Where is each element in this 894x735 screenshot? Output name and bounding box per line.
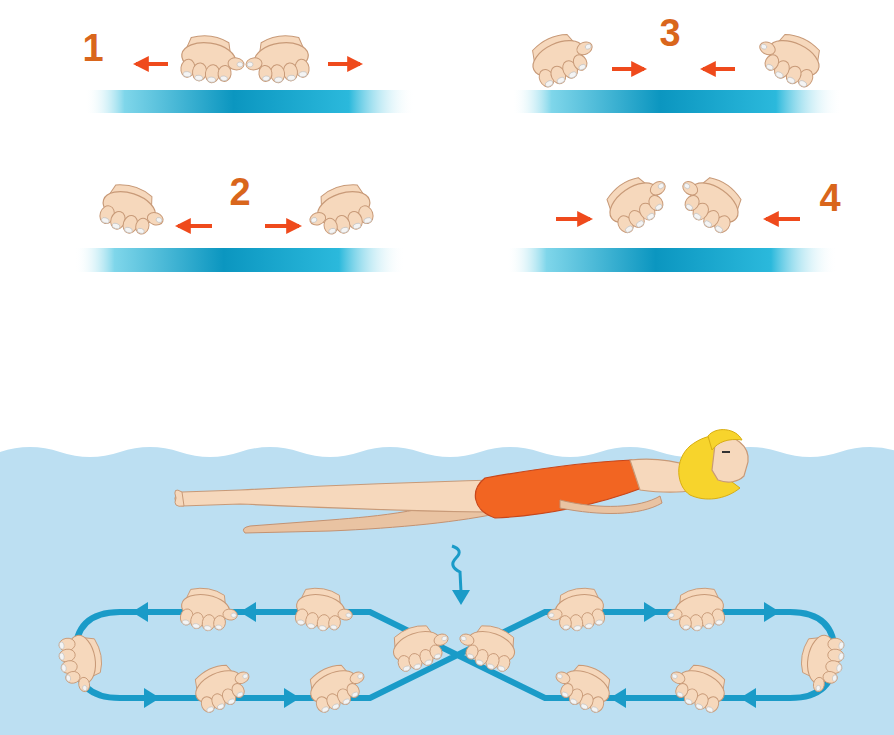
hand xyxy=(178,32,247,86)
callout-number: 4 xyxy=(819,179,840,217)
hand xyxy=(751,23,828,91)
motion-arrow xyxy=(766,217,800,221)
hand xyxy=(525,23,602,91)
hand xyxy=(671,164,749,238)
motion-arrow xyxy=(703,67,735,71)
callout-number: 3 xyxy=(659,14,680,52)
down-arrow xyxy=(452,590,470,605)
hand xyxy=(303,179,377,242)
water-bar xyxy=(75,248,405,272)
hand xyxy=(96,179,170,242)
path-hands xyxy=(56,585,847,717)
motion-arrow xyxy=(556,217,590,221)
motion-arrow xyxy=(178,224,212,228)
callout-number: 1 xyxy=(82,29,103,67)
callout-number: 2 xyxy=(229,173,250,211)
motion-arrow xyxy=(265,224,299,228)
hand xyxy=(243,32,312,86)
motion-arrow xyxy=(328,62,360,66)
water xyxy=(0,447,894,735)
water-bar xyxy=(512,90,842,113)
motion-arrow xyxy=(136,62,168,66)
motion-arrow xyxy=(612,67,644,71)
water-bar xyxy=(507,248,837,272)
swimmer xyxy=(175,430,748,533)
down-arrow xyxy=(452,546,461,592)
water-bar xyxy=(85,90,415,113)
hand xyxy=(599,164,677,238)
